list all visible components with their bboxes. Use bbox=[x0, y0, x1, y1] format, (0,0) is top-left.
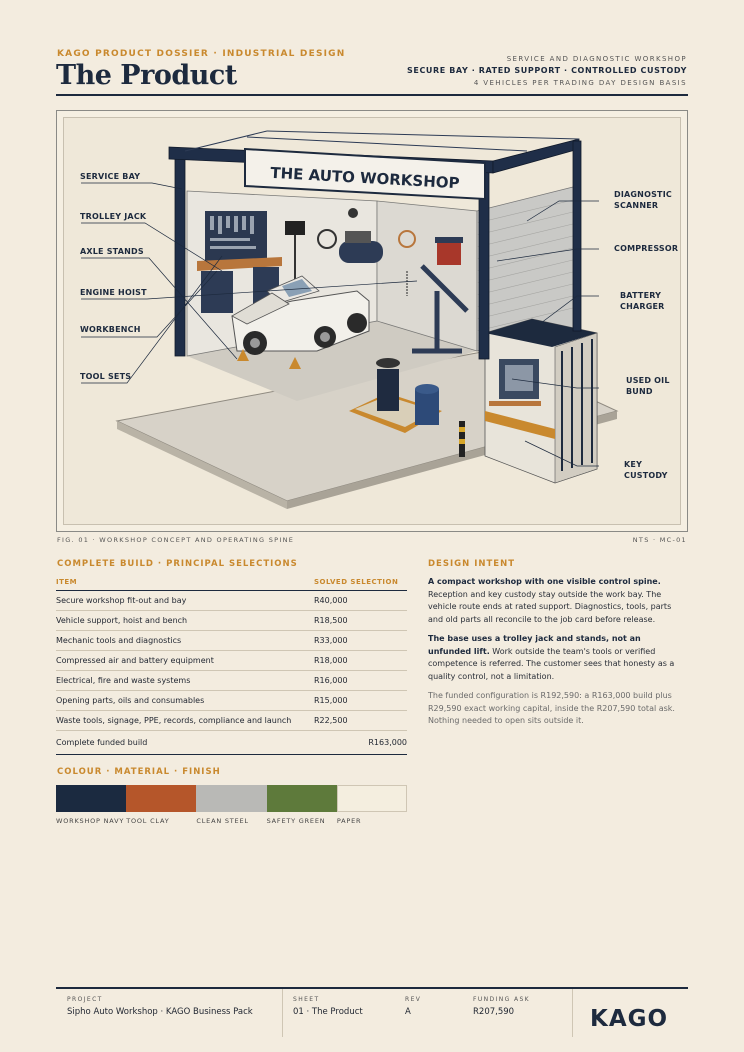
swatch-label: CLEAN STEEL bbox=[196, 817, 249, 825]
build-heading: COMPLETE BUILD · PRINCIPAL SELECTIONS bbox=[57, 559, 298, 569]
intent-p2-text: Work outside the team's tools or verifie… bbox=[428, 646, 675, 681]
dossier-kicker: KAGO PRODUCT DOSSIER · INDUSTRIAL DESIGN bbox=[57, 49, 346, 59]
build-table: ITEM SOLVED SELECTION Secure workshop fi… bbox=[56, 574, 407, 755]
palette-labels: WORKSHOP NAVY TOOL CLAY CLEAN STEEL SAFE… bbox=[56, 817, 407, 825]
header-rule bbox=[56, 94, 688, 96]
row-value: R22,500 bbox=[314, 710, 407, 731]
swatch-label: PAPER bbox=[336, 817, 362, 825]
row-item: Secure workshop fit-out and bay bbox=[56, 590, 314, 611]
intent-body: A compact workshop with one visible cont… bbox=[428, 576, 686, 735]
swatch-label: SAFETY GREEN bbox=[266, 817, 326, 825]
row-value: R16,000 bbox=[314, 670, 407, 691]
callout-diagnostic-scanner: DIAGNOSTIC SCANNER bbox=[614, 190, 672, 210]
palette-swatches bbox=[56, 785, 408, 813]
header-basis: 4 VEHICLES PER TRADING DAY DESIGN BASIS bbox=[473, 79, 687, 87]
row-item: Electrical, fire and waste systems bbox=[56, 670, 314, 691]
callout-engine-hoist: ENGINE HOIST bbox=[80, 288, 147, 297]
callout-axle-stands: AXLE STANDS bbox=[80, 247, 144, 256]
table-row: Waste tools, signage, PPE, records, comp… bbox=[56, 710, 407, 731]
swatch-label: WORKSHOP NAVY bbox=[56, 817, 125, 825]
kago-logo: KAGO bbox=[590, 1006, 669, 1032]
row-item: Vehicle support, hoist and bench bbox=[56, 610, 314, 631]
row-item: Waste tools, signage, PPE, records, comp… bbox=[56, 710, 314, 731]
swatch-workshop-navy bbox=[56, 785, 127, 812]
footer-rule bbox=[56, 987, 688, 989]
row-value: R40,000 bbox=[314, 590, 407, 611]
intent-paragraph-2: The base uses a trolley jack and stands,… bbox=[428, 633, 686, 683]
row-value: R18,000 bbox=[314, 650, 407, 671]
col-selection-header: SOLVED SELECTION bbox=[314, 574, 407, 591]
figure-caption: FIG. 01 · WORKSHOP CONCEPT AND OPERATING… bbox=[57, 536, 295, 544]
total-value: R163,000 bbox=[314, 730, 407, 755]
row-value: R15,000 bbox=[314, 690, 407, 711]
workshop-illustration: THE AUTO WORKSHOP bbox=[81, 130, 619, 509]
swatch-safety-green bbox=[266, 785, 337, 812]
intent-heading: DESIGN INTENT bbox=[428, 559, 515, 569]
callout-battery-charger: BATTERY CHARGER bbox=[620, 291, 665, 311]
figure-frame: THE AUTO WORKSHOP SERVICE BAY TROLLEY JA… bbox=[56, 110, 688, 532]
row-item: Mechanic tools and diagnostics bbox=[56, 630, 314, 651]
swatch-label: TOOL CLAY bbox=[126, 817, 170, 825]
header-tagline: SECURE BAY · RATED SUPPORT · CONTROLLED … bbox=[407, 66, 687, 75]
footer-ask-label: FUNDING ASK bbox=[473, 996, 531, 1003]
footer-sheet-value: 01 · The Product bbox=[293, 1007, 363, 1017]
swatch-tool-clay bbox=[126, 785, 197, 812]
footer-ask-value: R207,590 bbox=[473, 1007, 515, 1017]
footer-rev-value: A bbox=[405, 1007, 411, 1017]
intent-paragraph-1: A compact workshop with one visible cont… bbox=[428, 576, 686, 626]
callout-service-bay: SERVICE BAY bbox=[80, 172, 141, 181]
intent-paragraph-3: The funded configuration is R192,590: a … bbox=[428, 691, 675, 725]
swatch-clean-steel bbox=[196, 785, 267, 812]
callout-workbench: WORKBENCH bbox=[80, 325, 141, 334]
footer-divider bbox=[282, 989, 283, 1037]
footer-project-value: Sipho Auto Workshop · KAGO Business Pack bbox=[67, 1007, 253, 1017]
callout-compressor: COMPRESSOR bbox=[614, 244, 679, 253]
callout-key-custody: KEY CUSTODY bbox=[624, 460, 668, 480]
callout-used-oil-bund: USED OIL BUND bbox=[626, 376, 670, 396]
footer-divider bbox=[572, 989, 573, 1037]
row-value: R33,000 bbox=[314, 630, 407, 651]
intent-p1-text: Reception and key custody stay outside t… bbox=[428, 589, 672, 624]
figure-scale-note: NTS · MC-01 bbox=[632, 536, 687, 544]
callout-trolley-jack: TROLLEY JACK bbox=[80, 212, 147, 221]
footer-rev-label: REV bbox=[405, 996, 422, 1003]
intent-p2-lead: The base uses a trolley jack and stands,… bbox=[428, 634, 641, 656]
col-item-header: ITEM bbox=[56, 574, 314, 591]
row-item: Compressed air and battery equipment bbox=[56, 650, 314, 671]
total-label: Complete funded build bbox=[56, 730, 314, 755]
header-subtitle: SERVICE AND DIAGNOSTIC WORKSHOP bbox=[506, 55, 687, 63]
palette-heading: COLOUR · MATERIAL · FINISH bbox=[57, 767, 221, 777]
row-item: Opening parts, oils and consumables bbox=[56, 690, 314, 711]
row-value: R18,500 bbox=[314, 610, 407, 631]
swatch-paper bbox=[336, 785, 408, 812]
callout-tool-sets: TOOL SETS bbox=[80, 372, 132, 381]
intent-p1-lead: A compact workshop with one visible cont… bbox=[428, 577, 661, 586]
footer-project-label: PROJECT bbox=[67, 996, 103, 1003]
footer-sheet-label: SHEET bbox=[293, 996, 320, 1003]
page-title: The Product bbox=[56, 60, 237, 91]
